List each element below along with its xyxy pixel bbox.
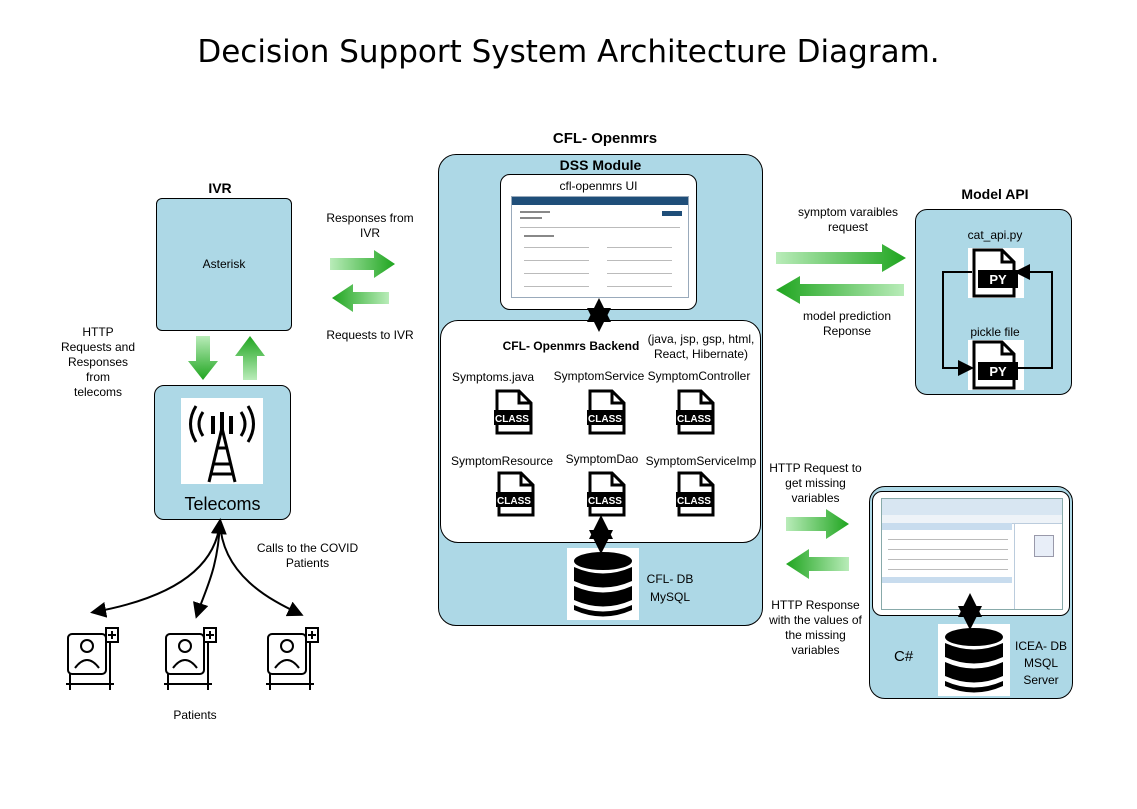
openmrs-header: CFL- Openmrs	[552, 130, 658, 147]
icea-app-box	[872, 491, 1070, 616]
py-badge: PY	[989, 364, 1007, 379]
model-api-header: Model API	[961, 186, 1029, 202]
class-badge: CLASS	[588, 496, 622, 507]
call-connector	[193, 521, 221, 619]
calls-note: Calls to the COVID Patients	[256, 541, 359, 570]
class-badge: CLASS	[495, 414, 529, 425]
class-badge: CLASS	[497, 496, 531, 507]
java-class-file-icon: CLASS	[493, 471, 539, 522]
patient-bed-icon	[66, 622, 128, 692]
class-name-label: SymptomResource	[450, 454, 554, 468]
openmrs-ui-box: cfl-openmrs UI	[500, 174, 697, 310]
http-request-note: HTTP Request to get missing variables	[769, 461, 862, 505]
left-arrow-icon	[332, 284, 389, 312]
class-badge: CLASS	[677, 496, 711, 507]
class-name-label: SymptomController	[647, 369, 751, 383]
openmrs-ui-label: cfl-openmrs UI	[559, 179, 638, 193]
icea-db-label: ICEA- DB MSQL Server	[1014, 639, 1067, 687]
dss-module-label: DSS Module	[559, 157, 642, 173]
cell-tower-icon	[181, 398, 263, 484]
python-file-icon: PY	[968, 340, 1024, 395]
class-name-label: SymptomServiceImp	[645, 454, 757, 468]
tech-note: (java, jsp, gsp, html, React, Hibernate)	[647, 332, 755, 361]
openmrs-ui-screenshot	[511, 196, 689, 298]
http-response-note: HTTP Response with the values of the mis…	[769, 598, 862, 657]
call-connector	[90, 518, 227, 618]
java-class-file-icon: CLASS	[673, 471, 719, 522]
diagram-title: Decision Support System Architecture Dia…	[197, 34, 940, 70]
pickle-file-label: pickle file	[970, 325, 1020, 339]
model-loop-connector	[942, 271, 974, 376]
class-badge: CLASS	[588, 414, 622, 425]
http-telecoms-note: HTTP Requests and Responses from telecom…	[60, 325, 136, 399]
symptom-request-note: symptom varaibles request	[797, 205, 899, 234]
requests-to-ivr-note: Requests to IVR	[326, 328, 414, 342]
up-arrow-icon	[235, 336, 265, 380]
class-name-label: SymptomDao	[565, 452, 639, 466]
cfl-db-label: CFL- DB MySQL	[646, 572, 694, 604]
responses-from-ivr-note: Responses from IVR	[326, 211, 414, 240]
java-class-file-icon: CLASS	[673, 389, 719, 440]
backend-label: CFL- Openmrs Backend	[502, 339, 640, 353]
prediction-response-note: model prediction Reponse	[802, 309, 892, 338]
patient-bed-icon	[164, 622, 226, 692]
call-connector	[219, 521, 304, 617]
right-arrow-icon	[786, 509, 849, 539]
patients-label: Patients	[173, 708, 217, 722]
asterisk-label: Asterisk	[202, 257, 246, 271]
icea-app-screenshot	[881, 498, 1063, 610]
ivr-header: IVR	[208, 180, 232, 196]
telecoms-label: Telecoms	[184, 494, 261, 514]
java-class-file-icon: CLASS	[584, 389, 630, 440]
right-arrow-icon	[776, 244, 906, 272]
class-name-label: SymptomService	[553, 369, 645, 383]
cat-api-label: cat_api.py	[967, 228, 1023, 242]
csharp-label: C#	[894, 648, 914, 665]
model-loop-connector	[1014, 264, 1053, 369]
java-class-file-icon: CLASS	[584, 471, 630, 522]
py-badge: PY	[989, 272, 1007, 287]
telecoms-box: Telecoms	[154, 385, 291, 520]
right-arrow-icon	[330, 250, 395, 278]
icea-database-icon	[938, 624, 1010, 701]
class-name-label: Symptoms.java	[451, 370, 535, 384]
java-class-file-icon: CLASS	[491, 389, 537, 440]
class-badge: CLASS	[677, 414, 711, 425]
down-arrow-icon	[188, 336, 218, 380]
left-arrow-icon	[786, 549, 849, 579]
patient-bed-icon	[266, 622, 328, 692]
asterisk-box: Asterisk	[156, 198, 292, 331]
mysql-database-icon	[567, 548, 639, 625]
left-arrow-icon	[776, 276, 904, 304]
